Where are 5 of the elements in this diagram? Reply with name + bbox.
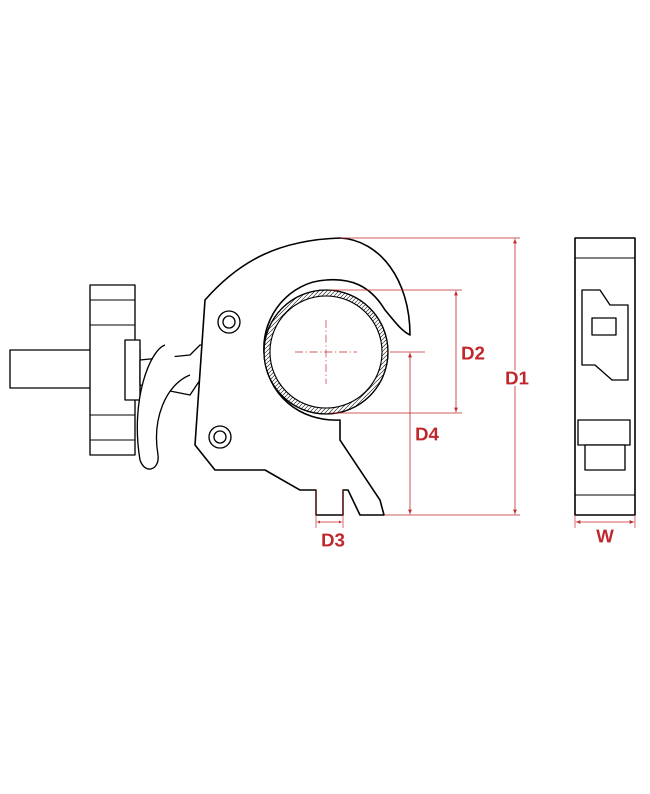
dimension-label: D3 <box>320 532 346 548</box>
dimension-label: D1 <box>504 370 530 386</box>
dimension-label: D2 <box>460 345 486 361</box>
dimension-label: W <box>594 528 616 544</box>
dimension-label: D4 <box>414 426 440 442</box>
